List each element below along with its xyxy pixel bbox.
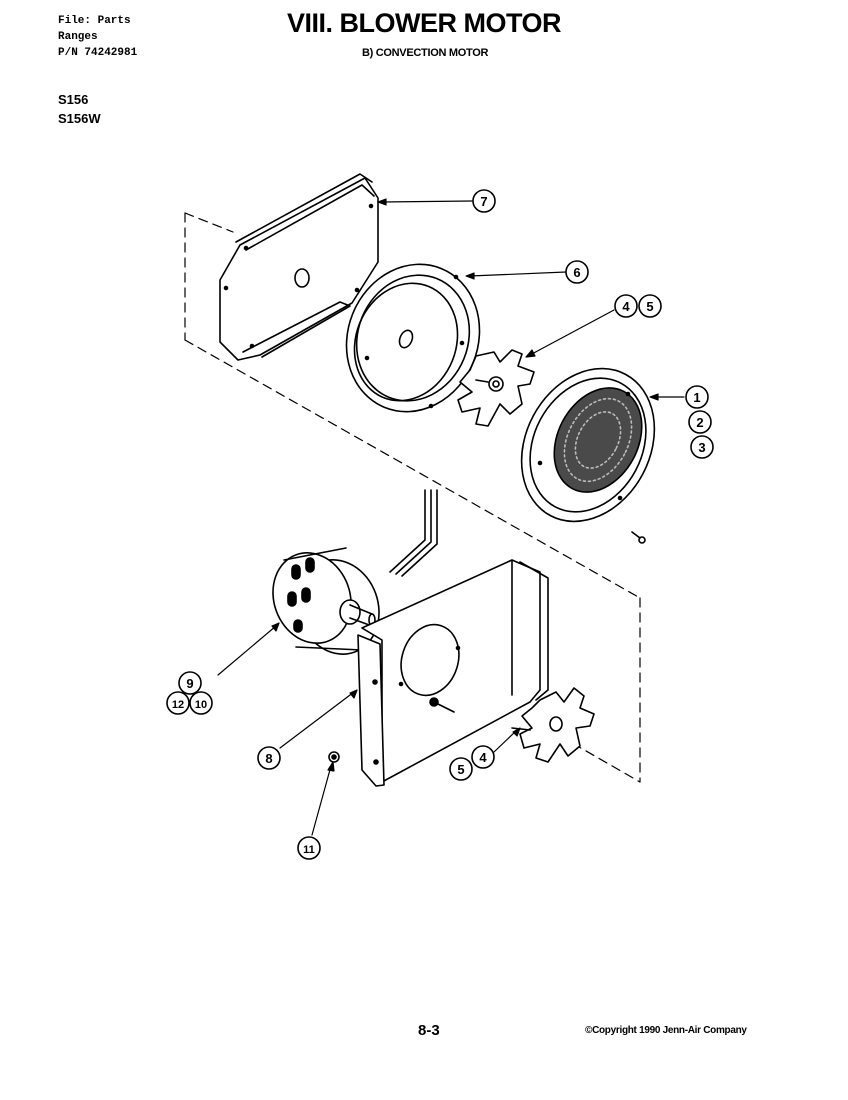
file-label: File: Parts [58,15,131,27]
callout-label: 8 [265,751,272,766]
callout-label: 5 [457,762,464,777]
callout-9: 9 [178,671,202,695]
callout-label: 4 [479,750,487,765]
callout-5: 5 [638,294,662,318]
gasket-ring-part [345,263,481,413]
screw-part [631,531,646,544]
upper-fan-blade-part [457,349,535,427]
callout-6: 6 [565,260,589,284]
model-number: S156 [58,92,89,107]
callout-8: 8 [257,746,281,770]
callout-5: 5 [449,757,473,781]
callout-label: 6 [573,265,580,280]
callout-4: 4 [471,745,495,769]
callout-11: 11 [297,836,321,860]
callout-3: 3 [690,435,714,459]
lower-fan-blade-part [511,687,595,763]
callout-7: 7 [472,189,496,213]
callout-10: 10 [189,691,213,715]
grille-cover-part [520,367,656,523]
callout-4: 4 [614,294,638,318]
page-title: VIII. BLOWER MOTOR [287,8,562,38]
callout-label: 4 [622,299,630,314]
callout-12: 12 [166,691,190,715]
blower-motor-part [272,489,438,655]
part-number-label: P/N 74242981 [58,47,138,59]
callout-label: 3 [698,440,705,455]
nut-part [328,751,340,763]
callout-label: 2 [696,415,703,430]
leader-lines [217,198,685,836]
callout-1: 1 [685,385,709,409]
callout-label: 11 [303,844,315,856]
model-number: S156W [58,111,101,126]
page-number: 8-3 [418,1022,440,1039]
back-panel-part [219,173,379,361]
callout-2: 2 [688,410,712,434]
motor-bracket-part [357,559,549,787]
callout-label: 5 [646,299,653,314]
callout-label: 12 [172,699,184,711]
callout-label: 7 [480,194,487,209]
callout-label: 1 [693,390,700,405]
category-label: Ranges [58,31,98,43]
page-subtitle: B) CONVECTION MOTOR [362,47,489,59]
callout-label: 9 [186,676,193,691]
copyright-notice: ©Copyright 1990 Jenn-Air Company [585,1025,747,1036]
callout-label: 10 [195,699,207,711]
